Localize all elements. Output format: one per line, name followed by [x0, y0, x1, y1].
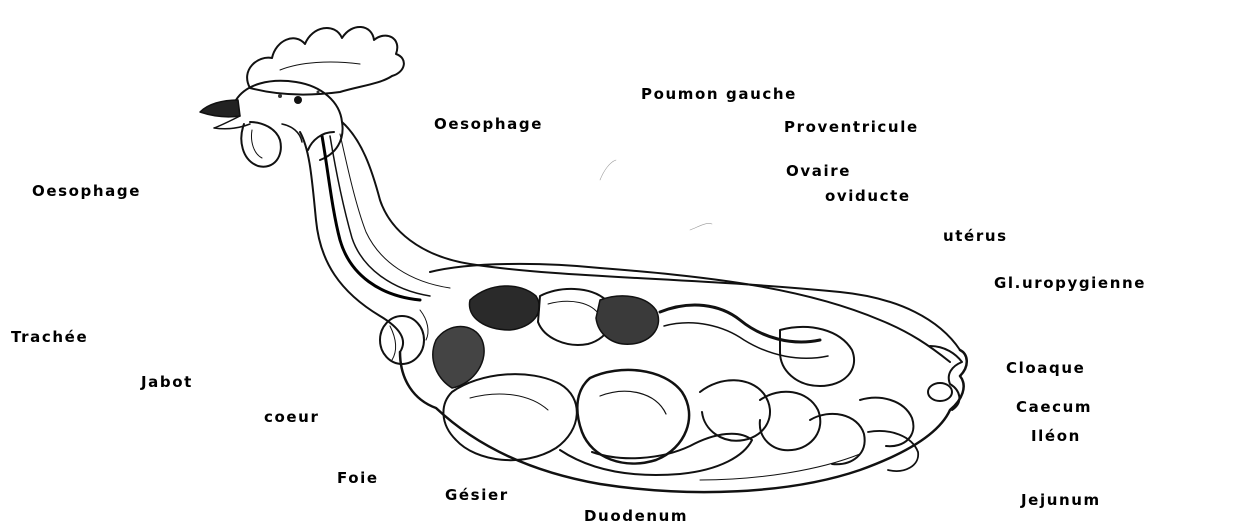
body-outline [400, 350, 967, 492]
label-oesophage-top: Oesophage [434, 117, 543, 132]
label-trachee: Trachée [11, 330, 88, 345]
label-poumon-gauche: Poumon gauche [641, 87, 797, 102]
caecum [860, 398, 913, 446]
neck-front [300, 132, 403, 352]
label-ovaire: Ovaire [786, 164, 851, 179]
gizzard [577, 370, 689, 464]
label-ileon: Iléon [1031, 429, 1081, 444]
label-cloaque: Cloaque [1006, 361, 1085, 376]
label-foie: Foie [337, 471, 379, 486]
duodenum [560, 434, 752, 475]
label-coeur: coeur [264, 410, 319, 425]
wattles [241, 122, 281, 167]
label-gl-uropygienne: Gl.uropygienne [994, 276, 1146, 291]
ovary [596, 296, 659, 344]
label-proventricule: Proventricule [784, 120, 919, 135]
label-oesophage-left: Oesophage [32, 184, 141, 199]
uterus [780, 327, 854, 386]
liver [443, 374, 576, 460]
label-jabot: Jabot [141, 375, 193, 390]
label-oviducte: oviducte [825, 189, 911, 204]
label-duodenum: Duodenum [584, 509, 688, 524]
label-caecum: Caecum [1016, 400, 1092, 415]
label-gesier: Gésier [445, 488, 509, 503]
beak [200, 100, 240, 117]
label-uterus: utérus [943, 229, 1008, 244]
lung [469, 286, 539, 330]
jejunum [700, 380, 770, 440]
comb-outline [247, 27, 404, 95]
label-jejunum: Jejunum [1021, 493, 1101, 508]
heart [433, 327, 484, 389]
cloaca [928, 383, 952, 401]
eye [294, 96, 302, 104]
